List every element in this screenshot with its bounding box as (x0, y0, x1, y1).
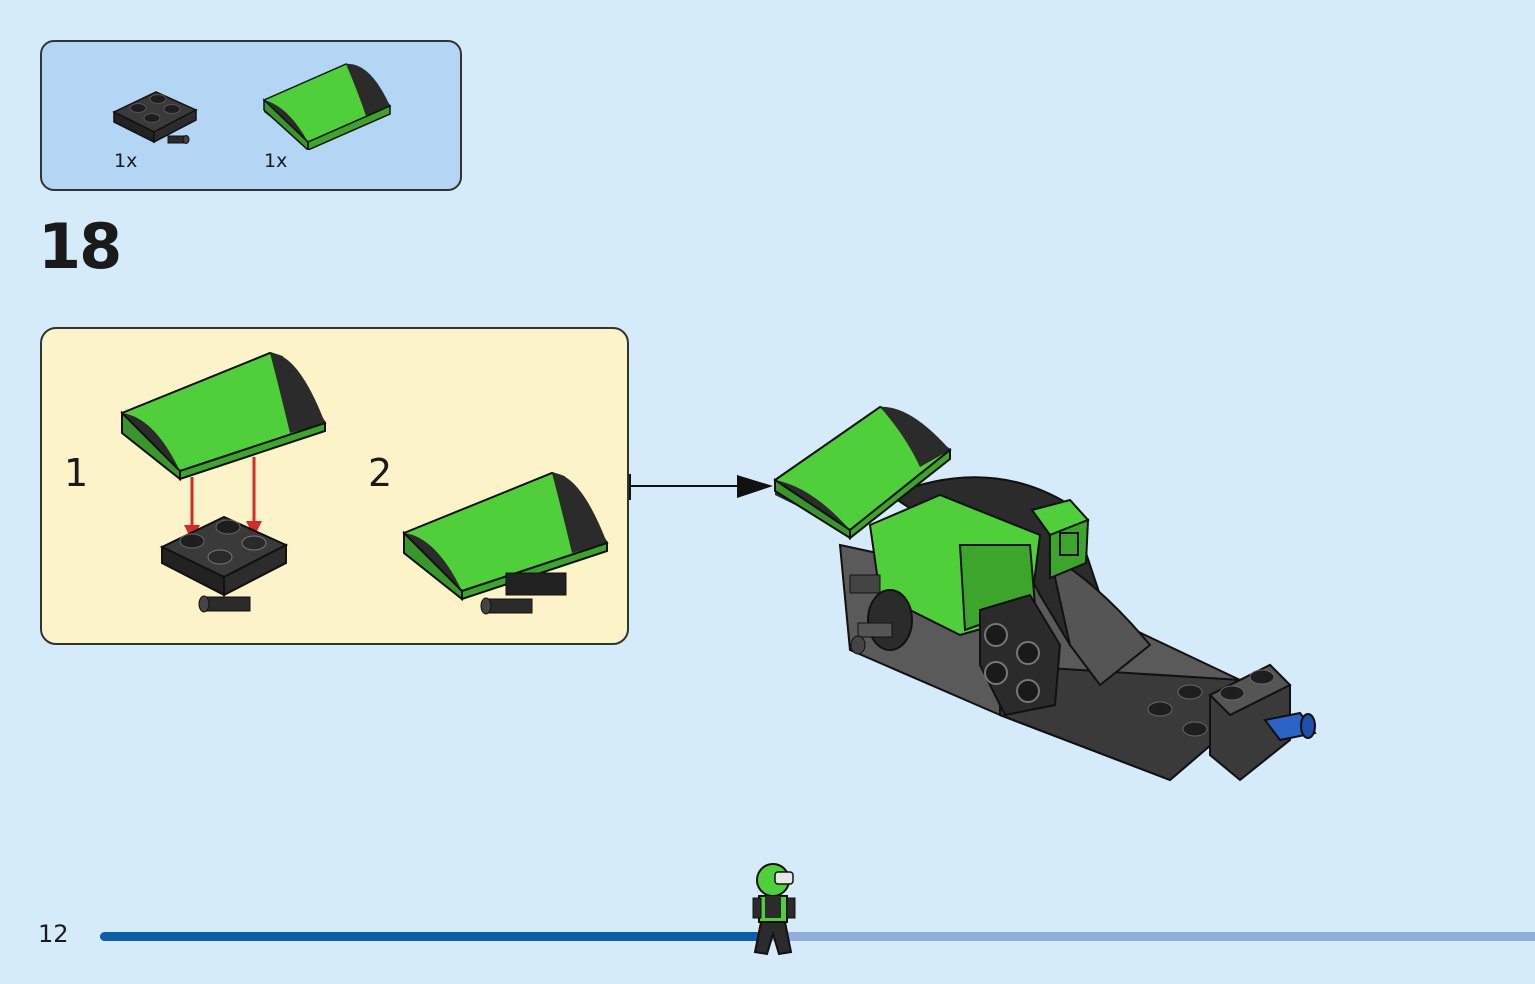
step-number: 18 (38, 210, 122, 283)
sub-step-1-illustration (120, 351, 327, 613)
parts-list-box: 1x 1x (40, 40, 462, 191)
sub-step-2-illustration (402, 471, 609, 615)
progress-bar-fill (100, 932, 769, 941)
progress-bar (100, 932, 1535, 941)
minifigure-progress-icon (752, 863, 796, 956)
page-number: 12 (38, 920, 69, 948)
black-plate-part-icon (112, 91, 198, 144)
part-quantity: 1x (114, 150, 138, 172)
sub-step-number: 1 (64, 451, 89, 495)
sub-step-number: 2 (368, 451, 393, 495)
green-slope-part-icon (262, 63, 392, 150)
part-quantity: 1x (264, 150, 288, 172)
attach-arrow-icon (629, 474, 773, 500)
motorcycle-model-illustration (773, 405, 1317, 782)
sub-assembly-callout: 1 2 (40, 327, 629, 645)
